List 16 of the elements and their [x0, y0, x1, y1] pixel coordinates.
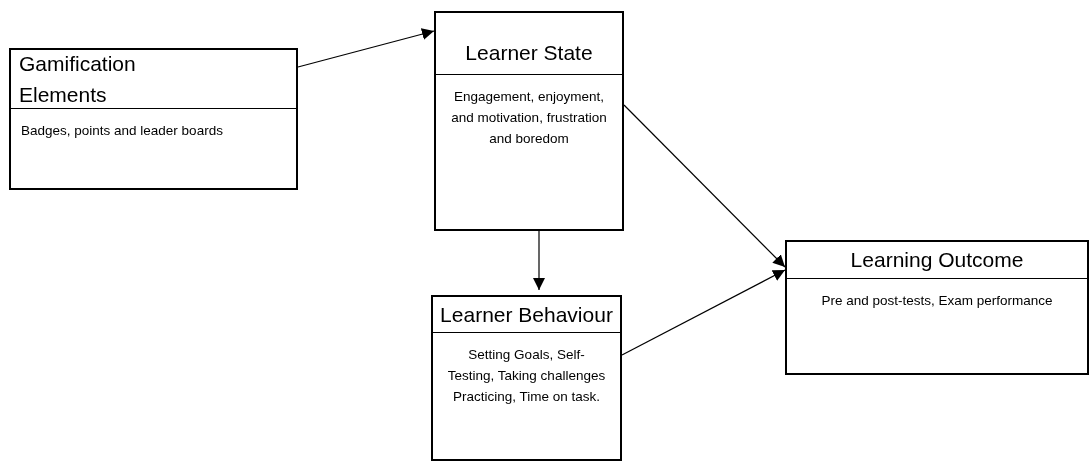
box-description: Badges, points and leader boards: [20, 122, 224, 140]
arrow: [621, 269, 786, 356]
arrow: [297, 28, 435, 68]
arrow: [533, 230, 545, 291]
box-heading: Gamification Elements: [19, 50, 137, 108]
box-description: Engagement, enjoyment, and motivation, frustration and boredom: [450, 88, 608, 148]
process-box: [9, 48, 298, 190]
box-heading: Learning Outcome: [850, 247, 1024, 274]
box-description: Setting Goals, Self-Testing, Taking challenges Practicing, Time on task.: [446, 346, 607, 406]
arrow: [623, 104, 786, 268]
box-heading: Learner Behaviour: [440, 301, 613, 328]
box-heading: Learner State: [465, 39, 593, 66]
process-box: [434, 11, 624, 231]
process-box: [785, 240, 1089, 375]
box-description: Pre and post-tests, Exam performance: [820, 292, 1054, 310]
process-box: [431, 295, 622, 461]
